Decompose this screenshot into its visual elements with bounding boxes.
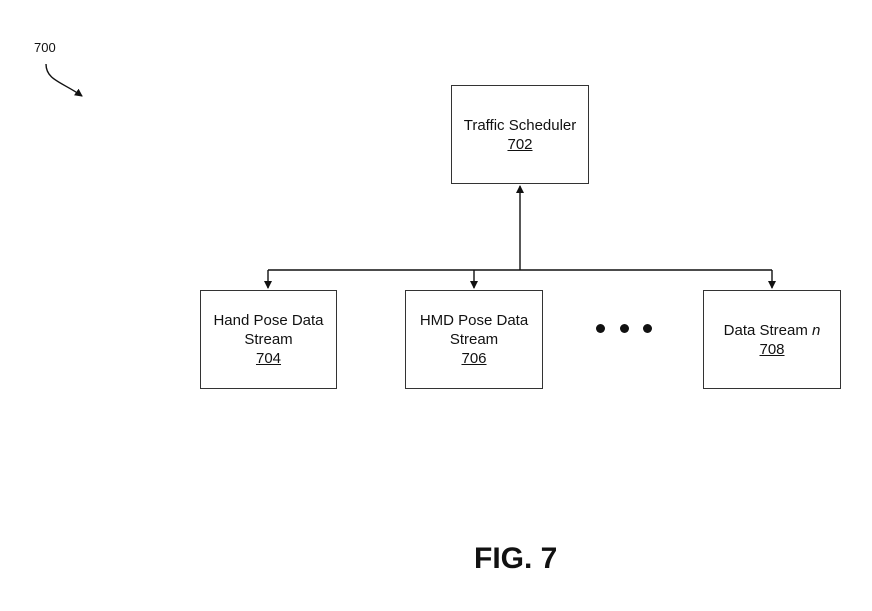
node-data-stream-n: Data Stream n 708 — [703, 290, 841, 389]
ellipsis-dot — [643, 323, 652, 333]
figure-caption: FIG. 7 — [474, 542, 558, 575]
node-label-line2: Stream — [449, 331, 499, 348]
node-label-line1: Hand Pose Data — [213, 312, 324, 329]
node-number: 702 — [507, 135, 533, 153]
node-hand-pose-data-stream: Hand Pose Data Stream 704 — [200, 290, 337, 389]
ellipsis-more-streams — [596, 318, 652, 338]
reference-arrow — [45, 63, 83, 97]
node-label: Traffic Scheduler — [463, 116, 577, 134]
node-hmd-pose-data-stream: HMD Pose Data Stream 706 — [405, 290, 543, 389]
node-number: 708 — [759, 340, 785, 358]
node-label: Data Stream n — [724, 321, 821, 340]
ellipsis-dot — [596, 323, 605, 333]
node-label-text: Data Stream — [723, 321, 813, 339]
figure-reference-number: 700 — [34, 40, 56, 55]
node-traffic-scheduler: Traffic Scheduler 702 — [451, 85, 589, 184]
node-number: 704 — [255, 350, 282, 367]
node-label-italic: n — [812, 321, 821, 339]
ellipsis-dot — [619, 323, 629, 333]
node-label-line2: Stream — [244, 331, 293, 348]
node-number: 706 — [461, 350, 487, 367]
node-label-line1: HMD Pose Data — [419, 312, 529, 329]
